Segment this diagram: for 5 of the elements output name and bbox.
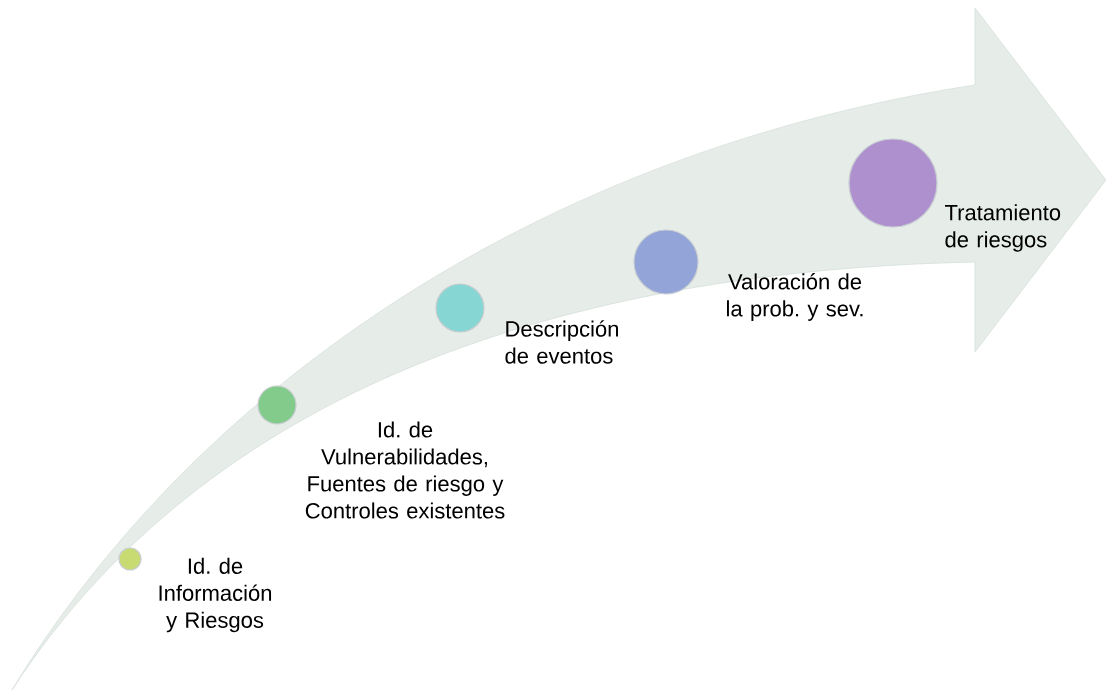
step-label: Id. de Información y Riesgos <box>159 557 272 633</box>
step-label: Id. de Vulnerabilidades, Fuentes de riesgo y Controles existentes <box>305 421 505 519</box>
step-label: Descripción de eventos <box>505 320 618 364</box>
step-label: Tratamiento de riesgos <box>945 204 1061 252</box>
step-label: Valoración de la prob. y sev. <box>727 273 863 321</box>
